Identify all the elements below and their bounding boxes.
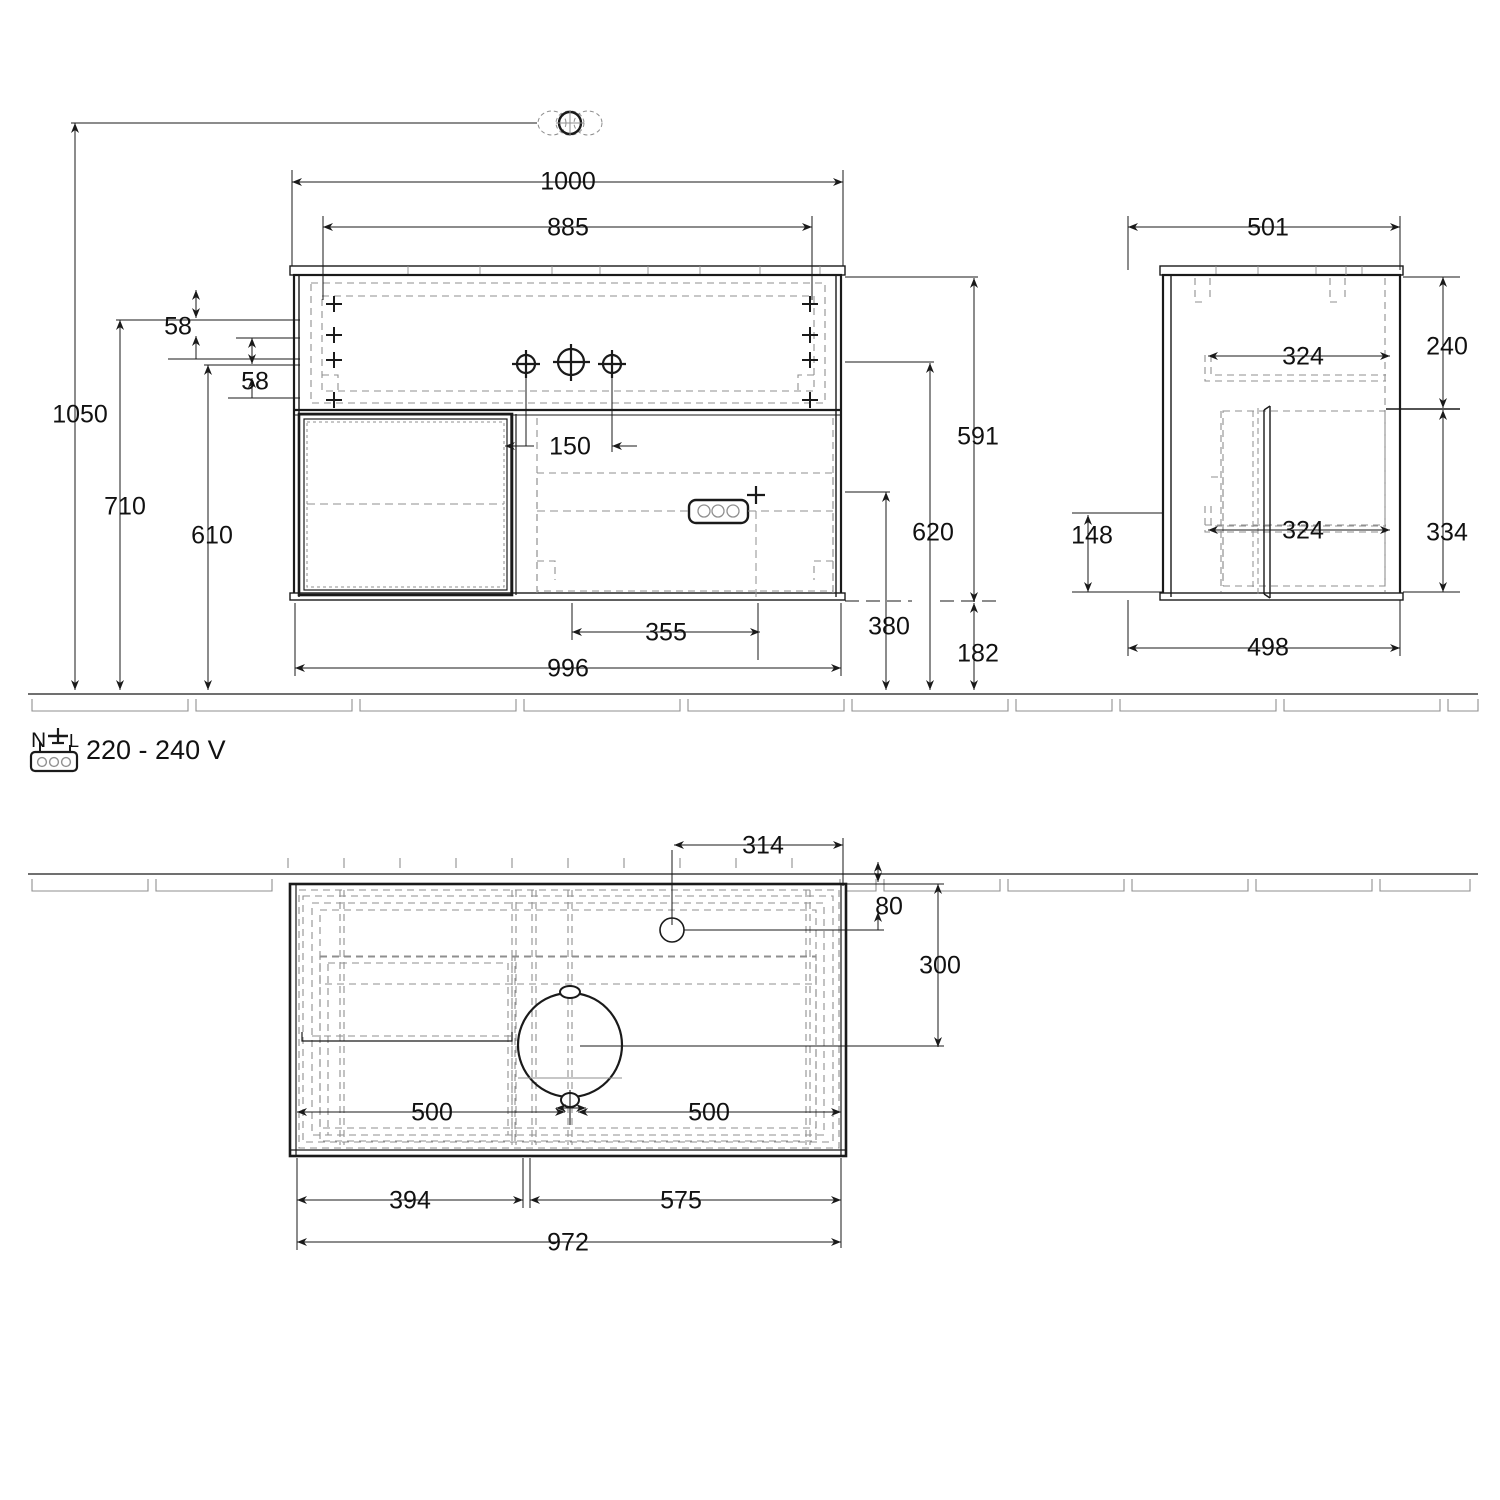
front-view-dimension-lines <box>71 110 1002 690</box>
tap-hole-marks <box>512 344 626 381</box>
dim-socket-offset-x: 355 <box>645 618 687 647</box>
terminal-label-neutral: N <box>31 729 47 752</box>
dim-cabinet-width: 996 <box>547 654 589 683</box>
dim-basin-center-height: 620 <box>912 518 954 547</box>
dim-right-carcass-width: 575 <box>660 1186 702 1215</box>
dim-cabinet-depth: 498 <box>1247 633 1289 662</box>
dim-cabinet-bottom-height: 610 <box>191 521 233 550</box>
floor-line-lower <box>28 858 1478 892</box>
center-target-symbol <box>396 110 603 136</box>
dim-drawer-gap: 150 <box>549 432 591 461</box>
mains-plug-icon <box>29 728 79 773</box>
dim-upper-section-height: 240 <box>1426 332 1468 361</box>
dim-lower-section-height: 334 <box>1426 518 1468 547</box>
terminal-label-live: L <box>69 731 80 751</box>
dim-lower-bracket-height: 148 <box>1071 521 1113 550</box>
dim-inner-width: 885 <box>547 213 589 242</box>
cabinet-door-left <box>297 412 517 597</box>
dim-left-half-width: 500 <box>411 1098 453 1127</box>
dim-socket-height: 591 <box>957 422 999 451</box>
voltage-label: 220 - 240 V <box>86 735 226 765</box>
socket-block-front <box>687 486 765 525</box>
dim-top-width: 1000 <box>540 167 596 196</box>
dim-niche-height: 380 <box>868 612 910 641</box>
plan-view-dimension-lines <box>296 838 944 1250</box>
dim-bracket-depth-lower: 324 <box>1282 516 1324 545</box>
dim-bracket-offset-2: 58 <box>241 367 269 396</box>
dim-depth-to-drain: 300 <box>919 951 961 980</box>
dim-rear-edge-offset: 80 <box>875 892 903 921</box>
dim-overall-height: 1050 <box>52 400 108 429</box>
dim-left-carcass-width: 394 <box>389 1186 431 1215</box>
front-view-cabinet <box>289 265 846 601</box>
dim-right-half-width: 500 <box>688 1098 730 1127</box>
dim-bracket-depth-upper: 324 <box>1282 342 1324 371</box>
side-view-dimension-lines <box>1072 216 1460 656</box>
floor-line-upper <box>28 693 1479 712</box>
dim-bracket-offset-1: 58 <box>164 312 192 341</box>
dim-plan-total-width: 972 <box>547 1228 589 1257</box>
drawer-slide-profile <box>1263 405 1271 599</box>
side-view-cabinet <box>1159 265 1404 601</box>
dim-worktop-height: 710 <box>104 492 146 521</box>
hinge-cross-marks <box>326 296 818 408</box>
plan-view-cabinet <box>288 850 848 1158</box>
dim-top-depth: 501 <box>1247 213 1289 242</box>
dim-base-offset: 182 <box>957 639 999 668</box>
dim-tap-hole-offset-x: 314 <box>742 831 784 860</box>
